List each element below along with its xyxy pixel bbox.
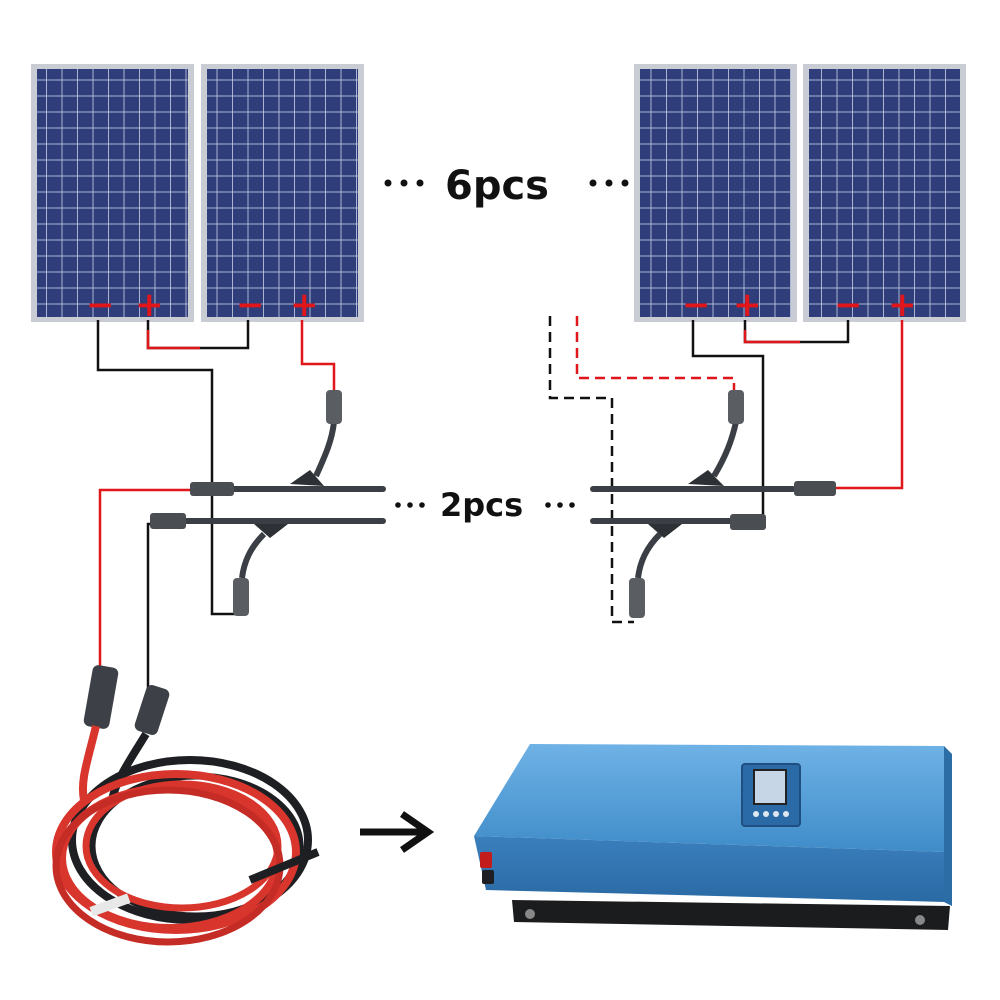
solar-panel-3 <box>634 64 797 322</box>
y-branch-connector-icon <box>688 390 744 486</box>
panel-4-positive-sign: + <box>888 285 917 325</box>
solar-panel-1 <box>31 64 194 322</box>
inverter-terminals <box>480 852 494 884</box>
branch-cables <box>150 390 836 618</box>
wires-right <box>548 316 904 624</box>
terminal-signs: − + − + − + − + <box>86 285 917 325</box>
mc4-connector-icon <box>83 665 170 735</box>
panel-3-positive-sign: + <box>733 285 762 325</box>
wires-left <box>96 320 336 690</box>
panel-count-label: 6pcs <box>384 163 629 209</box>
panels-count-text: 6pcs <box>445 163 549 209</box>
branch-count-text: 2pcs <box>440 486 523 524</box>
branch-count-label: 2pcs <box>395 486 575 524</box>
panel-2-negative-sign: − <box>236 285 265 325</box>
y-branch-connector-icon <box>290 390 342 486</box>
solar-panel-2 <box>201 64 364 322</box>
y-branch-connector-icon <box>629 524 682 618</box>
extension-cable-coil <box>52 665 320 946</box>
panel-1-negative-sign: − <box>86 285 115 325</box>
panel-2-positive-sign: + <box>290 285 319 325</box>
mc4-connector-icon <box>150 481 836 530</box>
grid-tie-inverter <box>474 744 952 930</box>
panel-1-positive-sign: + <box>135 285 164 325</box>
solar-panel-4 <box>803 64 966 322</box>
inverter-display <box>741 763 801 827</box>
y-branch-connector-icon <box>233 524 288 616</box>
panel-4-negative-sign: − <box>834 285 863 325</box>
arrow-right-icon <box>360 811 435 853</box>
panel-3-negative-sign: − <box>682 285 711 325</box>
